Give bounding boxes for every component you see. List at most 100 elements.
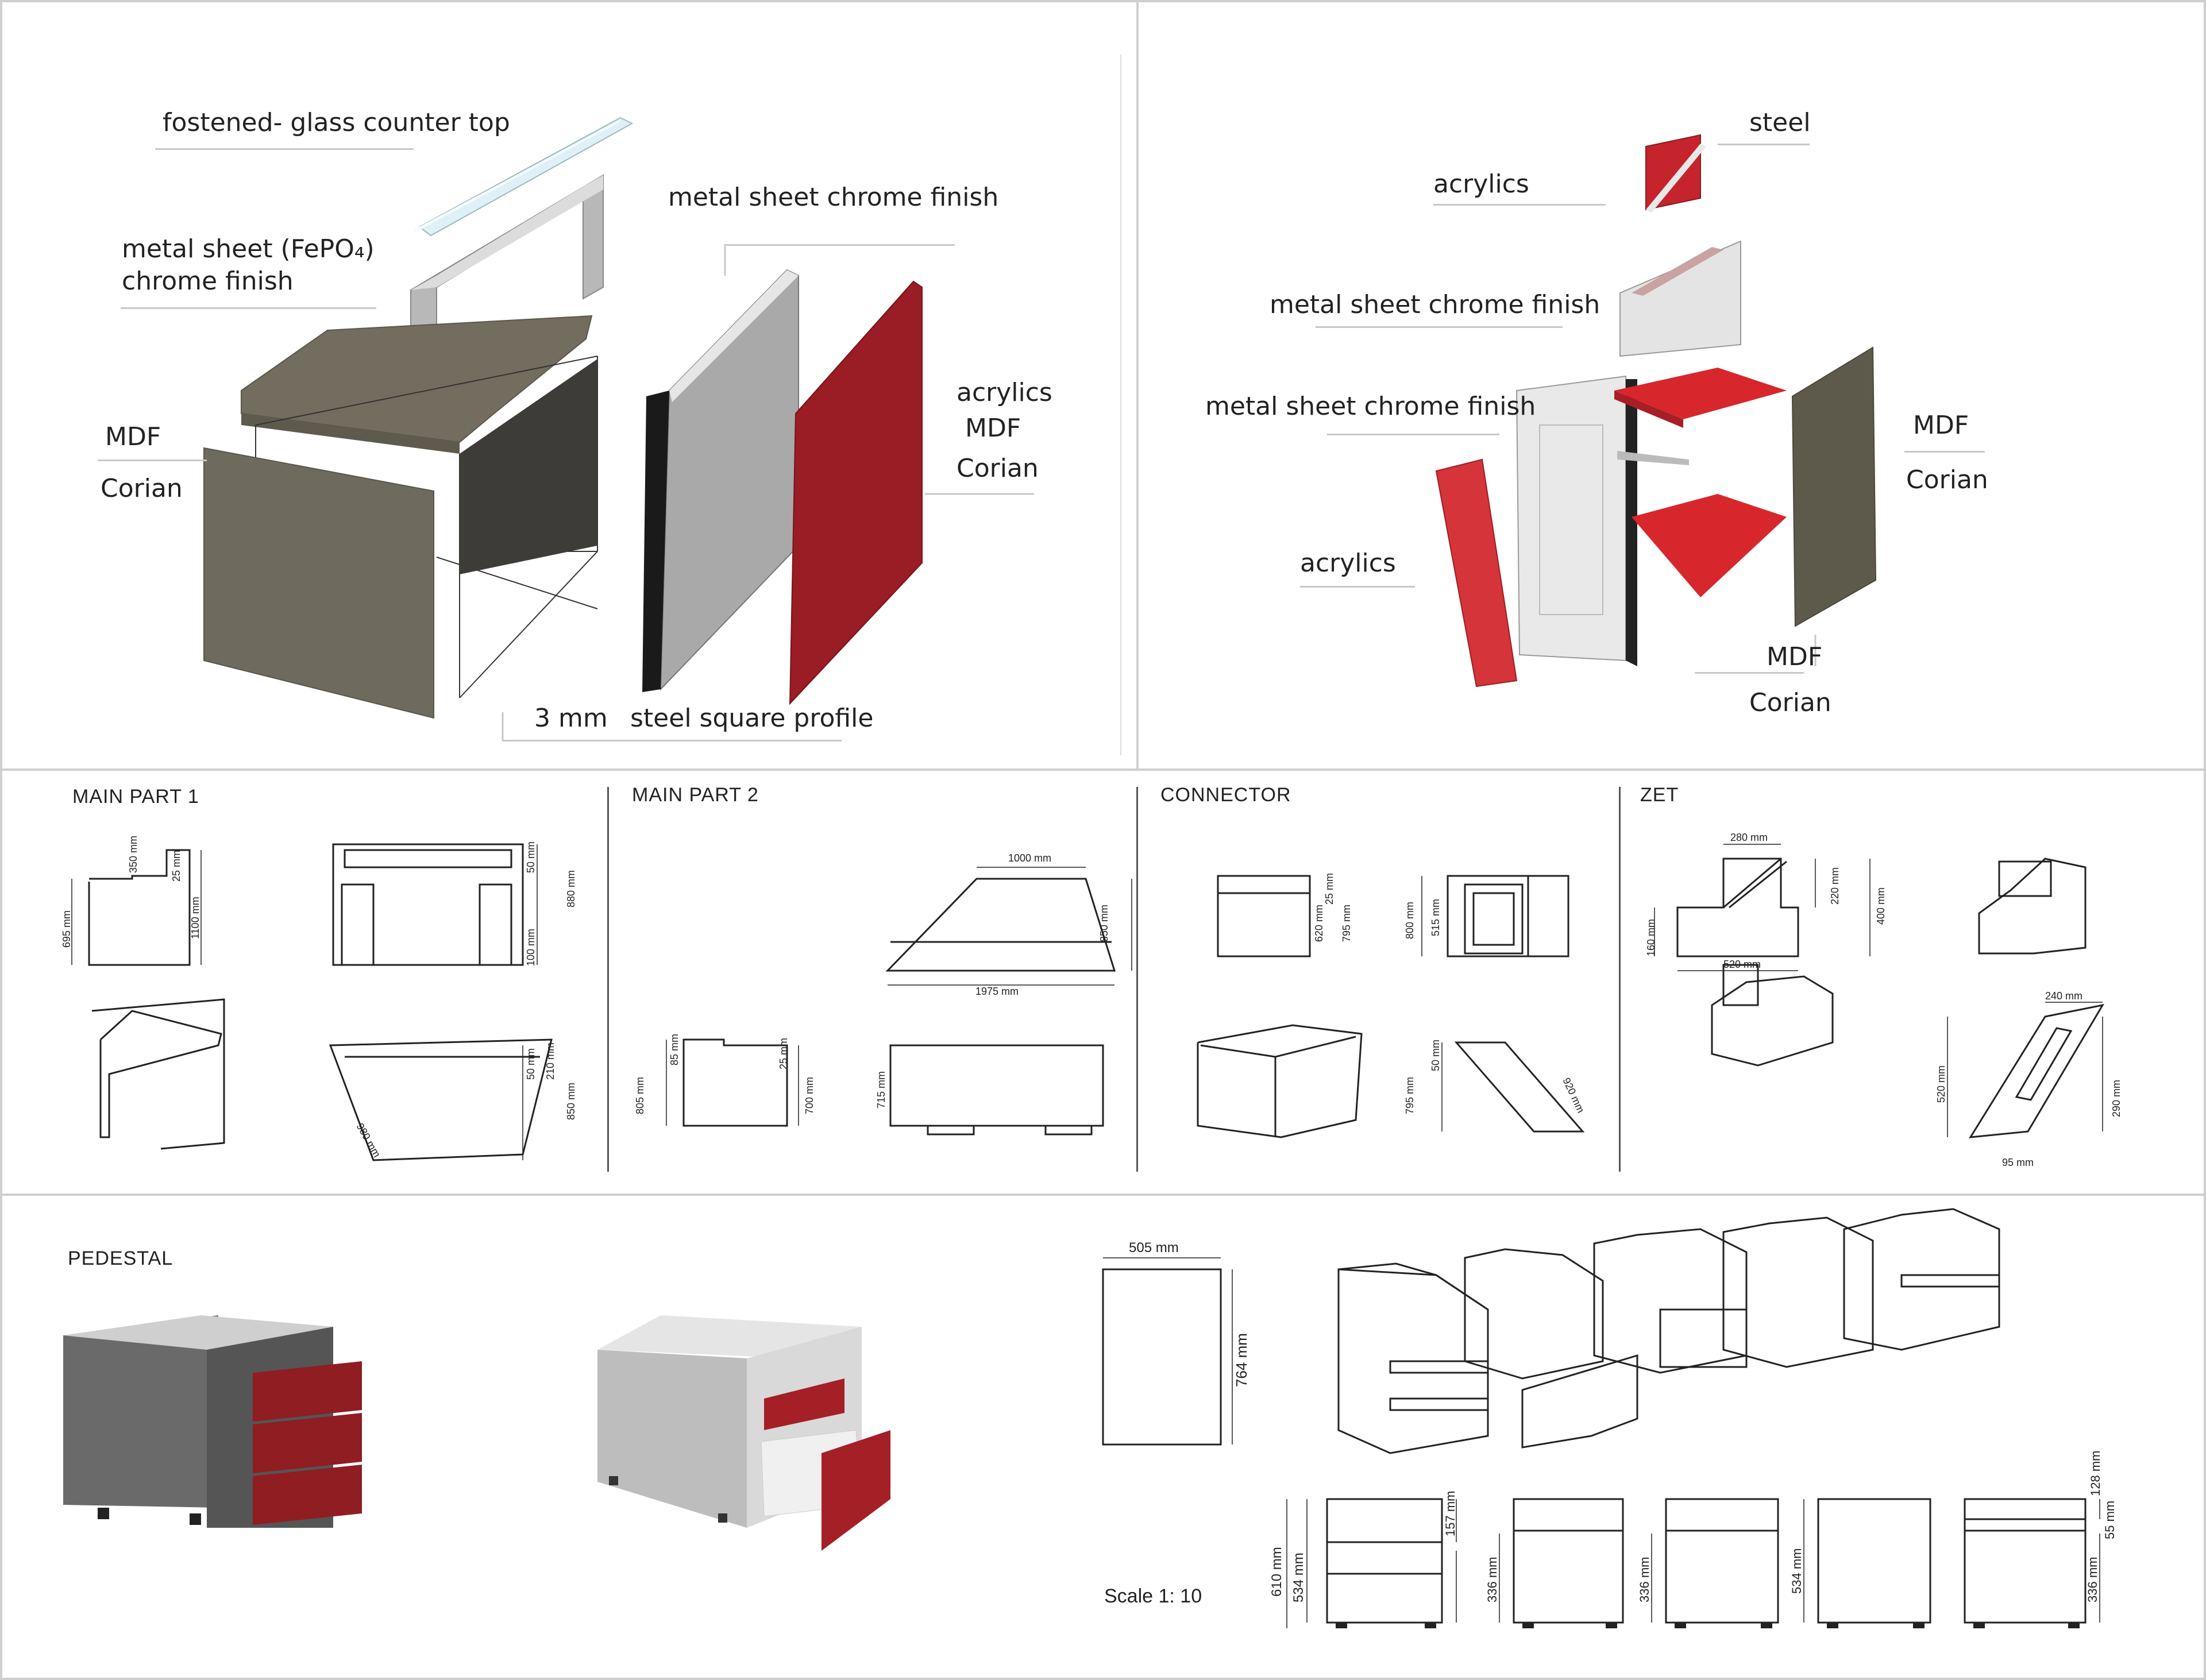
acrylics-label: acrylics <box>957 378 1052 407</box>
top-divider <box>1136 0 1139 770</box>
pedestal-render-2 <box>597 1315 890 1551</box>
mp2-dim-b: 25 mm <box>778 1038 789 1069</box>
red-drawer-3 <box>253 1465 362 1525</box>
metal-sheet-label-2: chrome finish <box>122 267 294 296</box>
acrylics-underline-bottom <box>1300 586 1415 588</box>
red-drawer-2 <box>253 1413 362 1473</box>
mdf-label-right: MDF <box>965 414 1021 443</box>
mp1-dim-j: 850 mm <box>565 1083 577 1120</box>
zet-dim-c: 400 mm <box>1875 887 1887 925</box>
ped-dim-b: 534 mm <box>1291 1552 1306 1602</box>
ped-dim-w: 505 mm <box>1129 1240 1179 1256</box>
red-drawer-1 <box>253 1361 362 1422</box>
glass-counter-top <box>418 117 634 237</box>
zet-dim-b: 220 mm <box>1829 867 1841 905</box>
mp2-dim-e: 715 mm <box>876 1071 887 1109</box>
mp2-dim-c: 805 mm <box>634 1077 646 1114</box>
section-main-part-2: MAIN PART 2 <box>632 784 759 806</box>
section-connector: CONNECTOR <box>1160 784 1291 806</box>
zet-dim-i: 95 mm <box>2002 1157 2034 1168</box>
conn-dim-f: 50 mm <box>1430 1040 1441 1071</box>
mp1-dim-k: 980 mm <box>354 1121 383 1159</box>
ped-dim-h: 764 mm <box>1233 1333 1250 1387</box>
mdf-label-bottom-right: MDF <box>1767 642 1823 671</box>
glass-counter-label: fostened- glass counter top <box>163 108 510 137</box>
mp2-dim-top: 1000 mm <box>1008 852 1051 864</box>
red-drawer-front <box>822 1430 890 1551</box>
metal-chrome-label: metal sheet chrome finish <box>668 183 999 212</box>
mp2-dim-bottom: 1975 mm <box>975 986 1019 997</box>
metal-sheet-underline <box>121 307 376 309</box>
section-pedestal: PEDESTAL <box>68 1248 173 1269</box>
col-divider-1 <box>607 787 609 1172</box>
metal-chrome-underline-1 <box>1316 326 1563 328</box>
mdf-label-top-right: MDF <box>1913 411 1969 440</box>
mp1-dim-g: 100 mm <box>525 929 537 966</box>
pedestal-elevation-set: 610 mm 534 mm 157 mm 336 mm 336 mm 534 m… <box>1269 1451 2117 1628</box>
red-shelf-top <box>1614 368 1787 419</box>
ped-dim-g: 128 mm <box>2088 1451 2103 1496</box>
col-divider-3 <box>1619 787 1621 1172</box>
ped-dim-e: 336 mm <box>1637 1557 1652 1602</box>
zet-dim-g: 520 mm <box>1935 1065 1947 1103</box>
col-divider-2 <box>1136 787 1138 1172</box>
mp2-dim-right: 850 mm <box>1098 905 1110 942</box>
mp1-dim-f: 880 mm <box>565 870 577 907</box>
row-divider-1 <box>0 768 2206 771</box>
mp1-dim-e: 50 mm <box>525 841 537 873</box>
metal-chrome-underline <box>725 244 955 246</box>
mdf-front-panel <box>203 447 434 719</box>
mp2-dim-d: 700 mm <box>804 1077 815 1114</box>
top-inner-divider <box>1120 55 1121 755</box>
conn-dim-d: 800 mm <box>1404 902 1416 939</box>
corian-label-left: Corian <box>101 474 183 503</box>
red-acrylics-panel <box>789 280 923 705</box>
zet-dim-e: 520 mm <box>1723 959 1761 970</box>
mdf-panel-right <box>1791 346 1877 627</box>
acrylics-label-bottom: acrylics <box>1300 549 1396 578</box>
thickness-label: 3 mm <box>534 704 608 733</box>
glass-underline <box>155 148 414 150</box>
pedestal-render-1 <box>63 1315 362 1528</box>
red-shelf-bottom <box>1632 494 1787 597</box>
corian-label-top-right: Corian <box>1906 465 1988 495</box>
conn-dim-a: 25 mm <box>1324 873 1335 905</box>
ped-dim-f: 534 mm <box>1790 1548 1804 1594</box>
pedestal-isometric-set <box>1337 1208 2000 1454</box>
metal-sheet-label-1: metal sheet (FePO₄) <box>122 234 375 264</box>
mp1-dim-i: 210 mm <box>545 1042 556 1080</box>
conn-dim-b: 620 mm <box>1313 905 1325 942</box>
steel-underline <box>1718 144 1810 145</box>
zet-dim-h: 290 mm <box>2111 1080 2122 1117</box>
zet-drawings: 280 mm 220 mm 400 mm 160 mm 520 mm 240 m… <box>1645 832 2122 1168</box>
steel-label: steel <box>1749 108 1811 137</box>
mdf-underline-top-right <box>1904 451 1985 453</box>
red-drawer-top <box>764 1378 844 1430</box>
red-acrylic-panel-right <box>1435 458 1518 688</box>
conn-dim-h: 920 mm <box>1560 1076 1587 1114</box>
mp1-dim-d: 1100 mm <box>190 897 201 939</box>
mp2-dim-a: 85 mm <box>669 1034 680 1065</box>
mp1-dim-c: 695 mm <box>61 910 72 948</box>
ped-dim-d: 336 mm <box>1485 1557 1499 1602</box>
counter-exploded-render <box>203 117 1034 741</box>
metal-u-piece <box>1619 240 1741 357</box>
acrylics-label-top: acrylics <box>1433 169 1529 199</box>
zet-dim-d: 160 mm <box>1645 919 1657 956</box>
mp1-dim-b: 25 mm <box>171 850 182 882</box>
connector-exploded-render <box>1435 134 1877 688</box>
steel-profile-label: steel square profile <box>630 704 874 733</box>
metal-chrome-label-1: metal sheet chrome finish <box>1270 290 1600 319</box>
mp1-dim-h: 50 mm <box>525 1048 537 1080</box>
mdf-label-left: MDF <box>105 422 161 451</box>
zet-dim-f: 240 mm <box>2045 990 2082 1002</box>
mp1-dim-a: 350 mm <box>128 836 139 873</box>
acrylics-underline-top <box>1433 204 1606 206</box>
main-part-1-drawings: 350 mm 25 mm 695 mm 1100 mm 50 mm 880 mm… <box>61 836 577 1161</box>
conn-dim-e: 515 mm <box>1430 899 1441 936</box>
scale-label: Scale 1: 10 <box>1104 1585 1202 1607</box>
conn-dim-g: 795 mm <box>1404 1077 1416 1114</box>
steel-red-box <box>1645 134 1701 211</box>
corian-label-right: Corian <box>957 454 1039 483</box>
